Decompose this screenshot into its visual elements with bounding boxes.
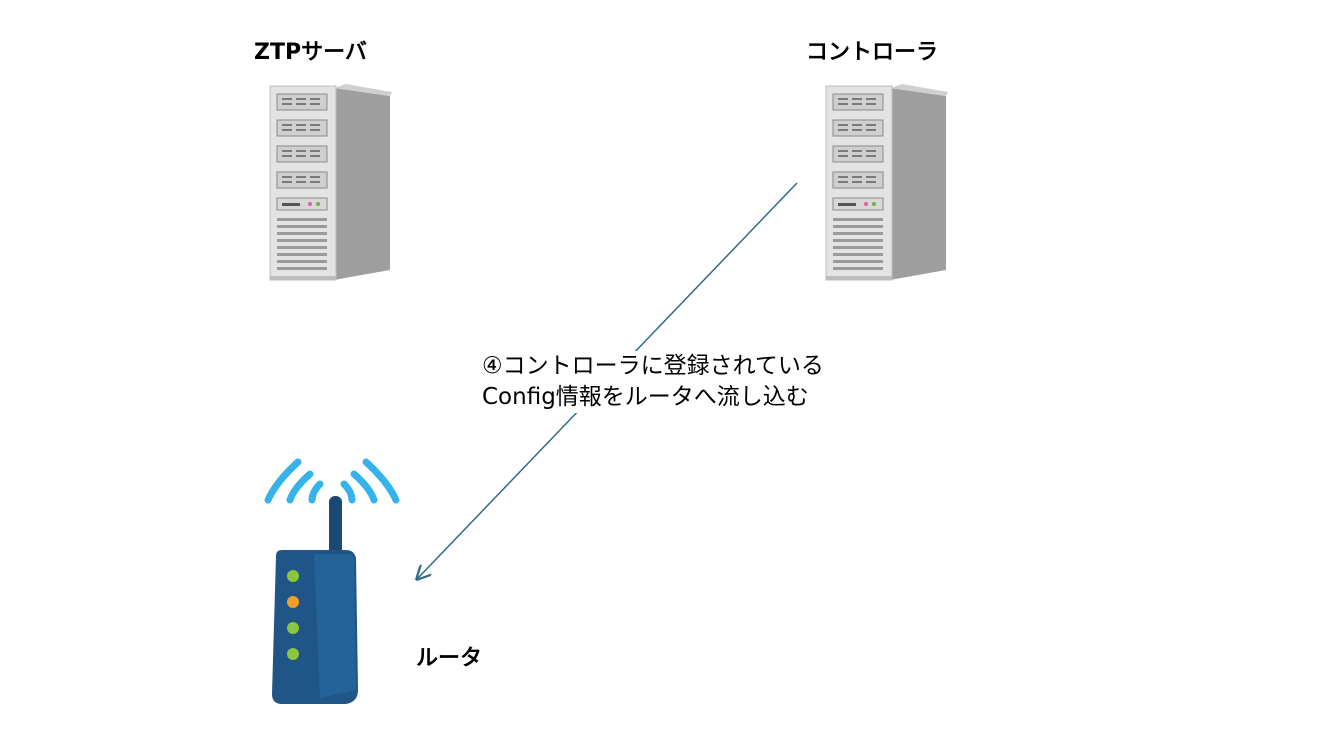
router-label: ルータ	[416, 646, 483, 671]
ztp-server-icon	[269, 84, 392, 281]
controller-label: コントローラ	[806, 40, 939, 65]
ztp-server-label: ZTPサーバ	[254, 40, 367, 65]
edge-label: ④コントローラに登録されている Config情報をルータへ流し込む	[482, 351, 824, 413]
signal-waves-icon	[264, 458, 400, 504]
router-icon	[264, 458, 400, 704]
edge-label-line-1: ④コントローラに登録されている	[482, 353, 824, 379]
edge-label-line-2: Config情報をルータへ流し込む	[482, 384, 809, 410]
controller-server-icon	[825, 84, 948, 281]
